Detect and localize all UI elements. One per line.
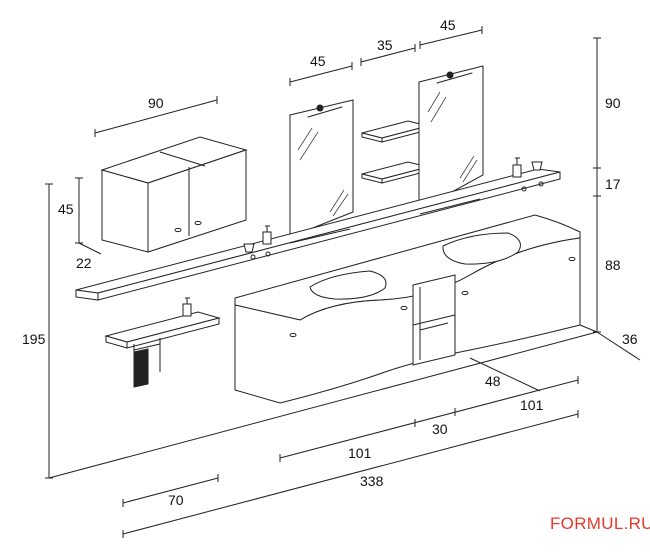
- dim-right-unit-width: 101: [520, 397, 544, 413]
- vanity-unit: [234, 214, 581, 404]
- dim-upper-cabinet-width: 90: [148, 95, 164, 111]
- dim-upper-cabinet-depth: 22: [76, 255, 92, 271]
- long-wall-shelf: [75, 157, 561, 301]
- dim-right-mirror-height: 90: [605, 95, 621, 111]
- glass-shelves: [361, 120, 429, 184]
- left-mirror: [289, 99, 354, 238]
- dim-small-shelf-width: 70: [168, 492, 184, 508]
- upper-wall-cabinet: [100, 136, 248, 253]
- dim-left-unit-width: 101: [348, 445, 372, 461]
- dim-total-height: 195: [22, 331, 46, 347]
- dim-left-mirror-width: 45: [310, 53, 326, 69]
- dim-vanity-height: 88: [605, 257, 621, 273]
- dim-open-unit-width: 30: [432, 421, 448, 437]
- dim-vanity-depth-bottom: 48: [485, 373, 501, 389]
- dim-shelf-gap: 17: [605, 176, 621, 192]
- small-shelf-towel-bar: [104, 297, 221, 388]
- dim-total-width: 338: [360, 473, 384, 489]
- right-mirror: [418, 65, 484, 211]
- dim-vanity-depth: 36: [622, 331, 638, 347]
- dim-right-mirror-width: 45: [440, 17, 456, 33]
- watermark-text: FORMUL.RU: [550, 514, 650, 533]
- dimension-labels: 90 45 22 45 35 45 90 17 88 36 195 48 101…: [22, 17, 638, 508]
- dimension-lines: [45, 26, 641, 538]
- dim-upper-cabinet-height: 45: [58, 201, 74, 217]
- dim-shelves-width: 35: [377, 37, 393, 53]
